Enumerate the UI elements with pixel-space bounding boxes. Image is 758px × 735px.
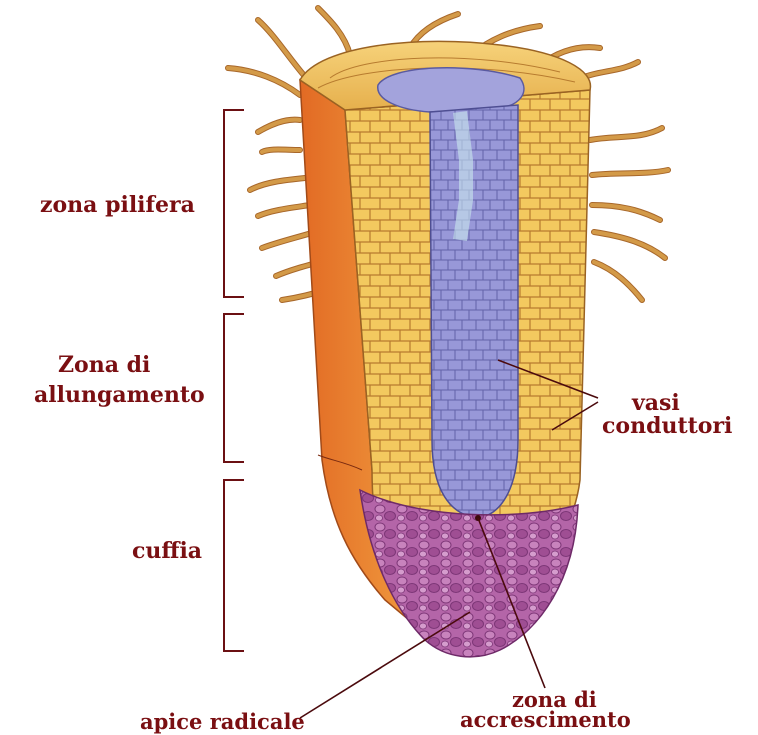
label-zona-allungamento-1: Zona di (58, 352, 150, 378)
vascular-cylinder-top (378, 68, 524, 112)
root-cap (360, 490, 578, 657)
bracket-zona-pilifera (224, 110, 244, 297)
vascular-cylinder (430, 105, 518, 518)
label-accrescimento: accrescimento (460, 707, 631, 732)
label-apice-radicale: apice radicale (140, 709, 305, 734)
label-zona-allungamento-2: allungamento (34, 382, 205, 408)
label-cuffia: cuffia (132, 538, 202, 564)
label-conduttori: conduttori (602, 413, 732, 439)
label-zona-pilifera: zona pilifera (40, 192, 195, 218)
leader-apice (300, 612, 470, 718)
bracket-zona-allungamento (224, 314, 244, 462)
bracket-cuffia (224, 480, 244, 651)
